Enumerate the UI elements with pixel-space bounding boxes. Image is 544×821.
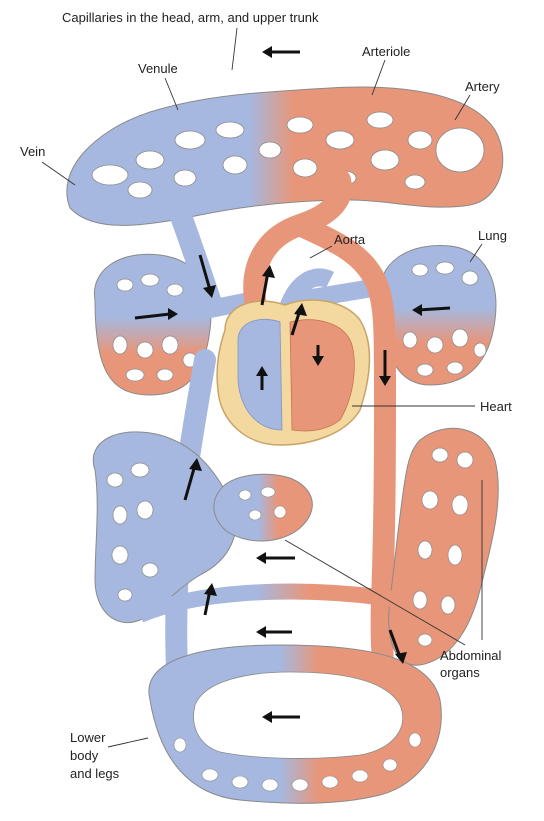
leader-venule (165, 78, 178, 110)
right-lung (380, 245, 496, 385)
heart (217, 300, 369, 445)
label-venule: Venule (138, 61, 178, 76)
label-capillaries-upper: Capillaries in the head, arm, and upper … (62, 10, 319, 25)
label-artery: Artery (465, 79, 500, 94)
label-lower-line1: Lower (70, 730, 106, 745)
arrow-middle-band (256, 626, 292, 638)
label-arteriole: Arteriole (362, 44, 410, 59)
label-abdominal-line2: organs (440, 665, 480, 680)
label-aorta: Aorta (334, 232, 366, 247)
label-abdominal-line1: Abdominal (440, 648, 502, 663)
label-lower-line2: body (70, 748, 99, 763)
arrow-top (262, 46, 300, 58)
leader-capillaries (232, 28, 237, 70)
label-lung: Lung (478, 228, 507, 243)
label-vein: Vein (20, 144, 45, 159)
label-lower-line3: and legs (70, 766, 120, 781)
label-heart: Heart (480, 399, 512, 414)
leader-lower (108, 738, 148, 747)
upper-capillary-bed (67, 87, 503, 225)
leader-aorta (310, 246, 332, 258)
arrow-abdominal (256, 552, 295, 564)
lower-capillary-bed (149, 645, 441, 803)
